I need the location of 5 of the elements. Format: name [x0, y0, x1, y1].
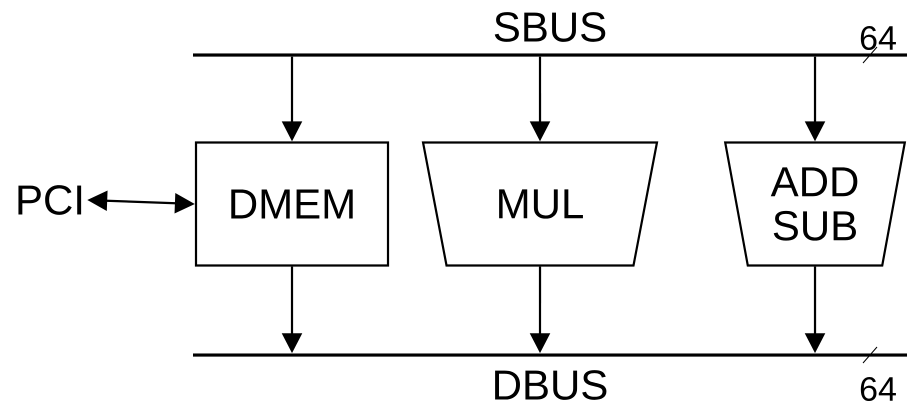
bus-width-label: 64 [860, 26, 896, 50]
alu-trapezoid: MUL [422, 141, 658, 267]
port-label: PCI [18, 185, 82, 215]
bus-width-label: 64 [860, 376, 896, 402]
memory-box: DMEM [194, 141, 390, 267]
